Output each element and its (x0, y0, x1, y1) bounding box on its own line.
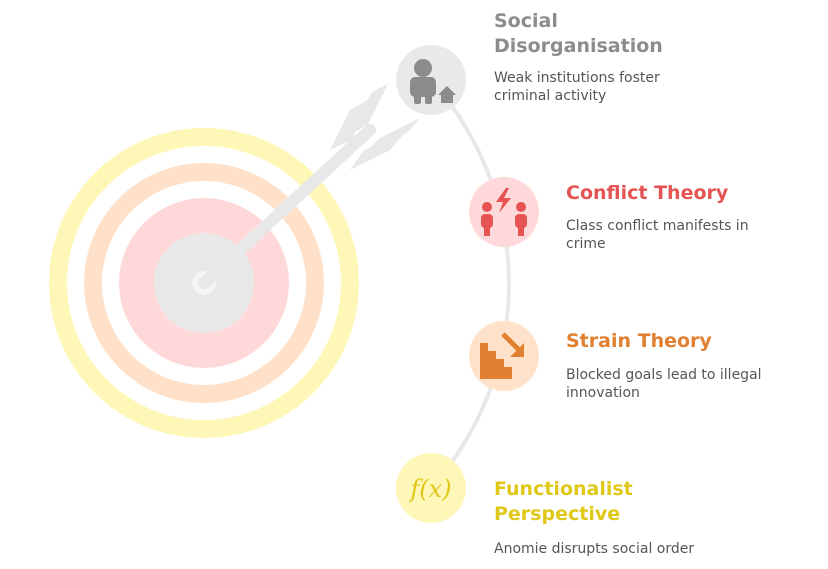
desc-social-disorganisation: Weak institutions foster criminal activi… (494, 70, 660, 104)
desc-functionalist-perspective: Anomie disrupts social order (494, 541, 695, 557)
title-strain-theory: Strain Theory (566, 330, 712, 352)
node-social-disorganisation (396, 45, 466, 115)
node-conflict-theory (469, 177, 539, 247)
two-people-conflict-icon (481, 188, 527, 236)
desc-conflict-theory: Class conflict manifests in crime (566, 218, 749, 252)
person-with-house-icon (410, 59, 456, 104)
title-conflict-theory: Conflict Theory (566, 182, 729, 204)
desc-strain-theory: Blocked goals lead to illegal innovation (566, 367, 762, 401)
connector-arc (429, 78, 511, 490)
title-functionalist-perspective: Functionalist Perspective (494, 478, 633, 525)
node-strain-theory (469, 321, 539, 391)
title-social-disorganisation: Social Disorganisation (494, 10, 663, 57)
arrow-icon (198, 84, 420, 289)
stairs-down-arrow-icon (480, 332, 524, 379)
node-functionalist-perspective: f(x) (396, 453, 466, 523)
function-icon: f(x) (408, 475, 451, 503)
